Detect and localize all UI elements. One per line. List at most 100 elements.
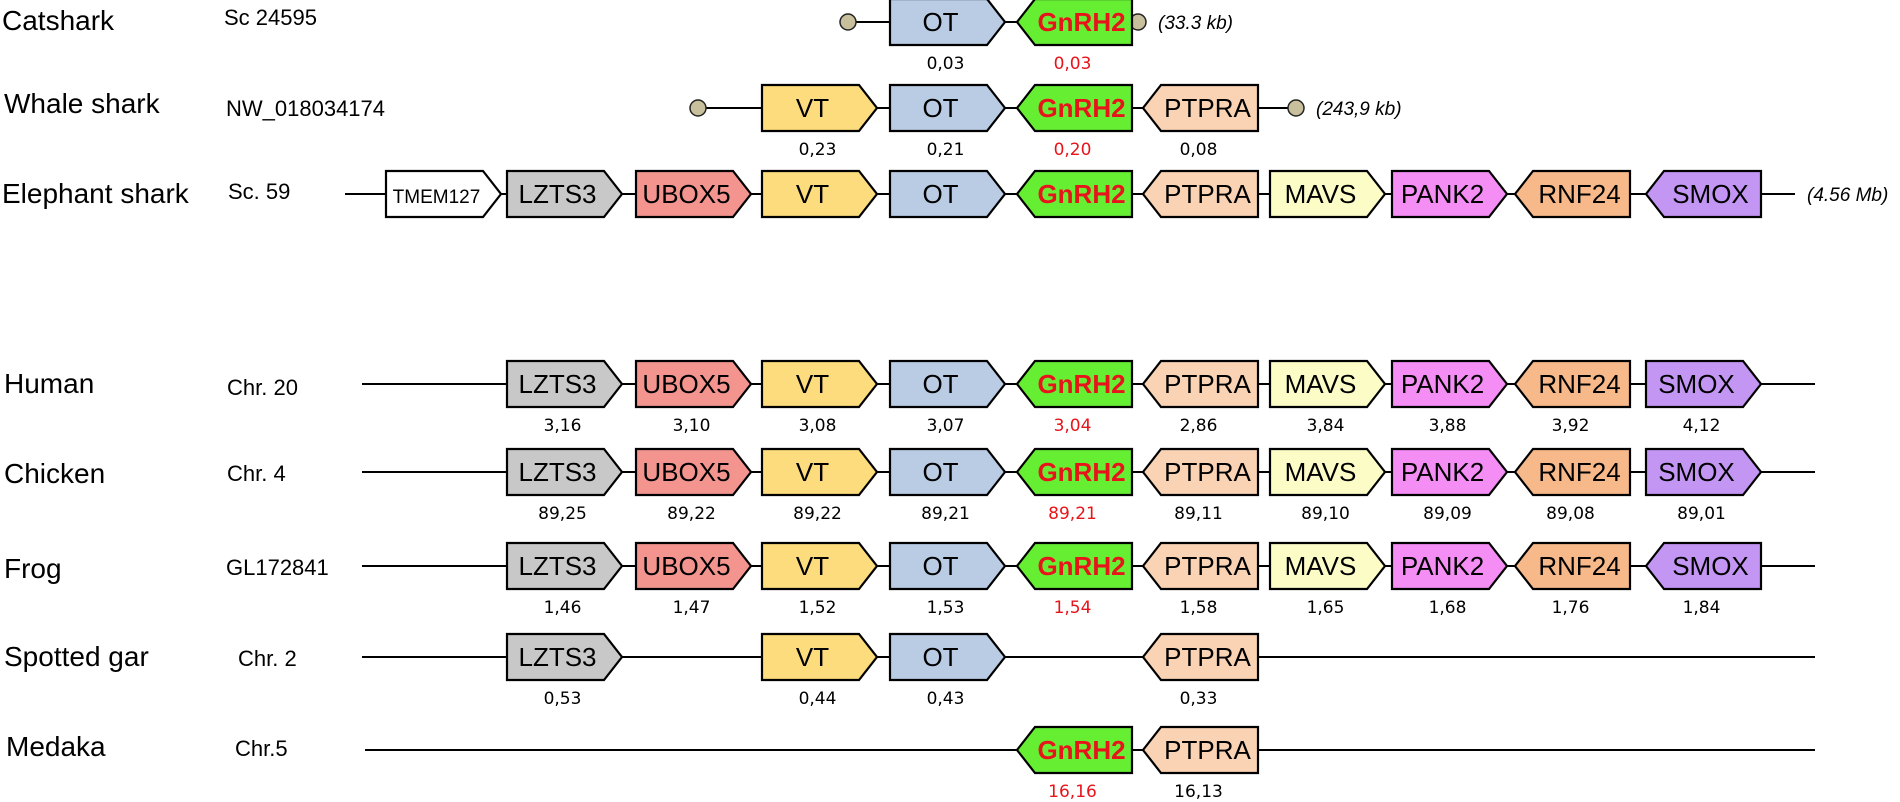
locus-label: Chr. 20: [227, 375, 298, 400]
gene-label: UBOX5: [642, 369, 730, 399]
gene-position: 0,53: [544, 689, 582, 709]
gene-arrow: [505, 359, 624, 409]
gene-arrow: [1268, 541, 1387, 591]
gene-position: 2,86: [1180, 416, 1218, 436]
gene-position: 1,68: [1429, 598, 1467, 618]
gene-label: VT: [796, 179, 829, 209]
gene-label: GnRH2: [1037, 179, 1125, 209]
gene-label: LZTS3: [518, 457, 596, 487]
gene-label: UBOX5: [642, 551, 730, 581]
gene-arrow: [505, 632, 624, 682]
gene-tmem127: TMEM127: [384, 169, 503, 219]
gene-arrow: [888, 83, 1007, 133]
locus-label: Sc 24595: [224, 5, 317, 30]
gene-arrow: [505, 541, 624, 591]
gene-arrow: [888, 0, 1007, 47]
gene-position: 89,21: [921, 504, 970, 524]
gene-position: 0,20: [1054, 140, 1092, 160]
gene-label: PTPRA: [1164, 93, 1251, 123]
gene-arrow: [1268, 169, 1387, 219]
gene-label: MAVS: [1285, 457, 1357, 487]
scaffold-size: (33.3 kb): [1158, 13, 1233, 34]
gene-mavs: MAVS 89,10: [1268, 447, 1387, 524]
gene-vt: VT3,08: [760, 359, 879, 436]
gene-arrow: [1015, 0, 1134, 47]
gene-ot: OT0,03: [888, 0, 1007, 74]
gene-label: PTPRA: [1164, 457, 1251, 487]
scaffold-size: (243,9 kb): [1316, 99, 1402, 120]
locus-label: Chr. 4: [227, 461, 286, 486]
species-name: Frog: [4, 553, 62, 584]
gene-arrow: [888, 169, 1007, 219]
gene-label: UBOX5: [642, 179, 730, 209]
gene-position: 89,09: [1423, 504, 1472, 524]
gene-arrow: [1015, 169, 1134, 219]
gene-label: PTPRA: [1164, 735, 1251, 765]
gene-arrow: [505, 169, 624, 219]
gene-label: PTPRA: [1164, 369, 1251, 399]
locus-label: Chr.5: [235, 736, 288, 761]
gene-label: PANK2: [1401, 369, 1484, 399]
gene-label: SMOX: [1658, 457, 1735, 487]
gene-position: 1,54: [1054, 598, 1092, 618]
species-name: Human: [4, 368, 94, 399]
gene-label: OT: [922, 93, 958, 123]
gene-arrow: [1390, 447, 1509, 497]
gene-position: 3,04: [1054, 416, 1092, 436]
gene-label: VT: [796, 93, 829, 123]
gene-position: 3,16: [544, 416, 582, 436]
locus-label: GL172841: [226, 555, 329, 580]
gene-label: OT: [922, 457, 958, 487]
gene-vt: VT1,52: [760, 541, 879, 618]
gene-smox: SMOX: [1644, 169, 1763, 219]
gene-position: 89,10: [1301, 504, 1350, 524]
gene-label: PANK2: [1401, 551, 1484, 581]
gene-ot: OT1,53: [888, 541, 1007, 618]
gene-label: OT: [922, 179, 958, 209]
gene-arrow: [888, 632, 1007, 682]
gene-arrow: [888, 359, 1007, 409]
gene-arrow: [888, 447, 1007, 497]
gene-arrow: [1141, 541, 1260, 591]
gene-arrow: [1513, 541, 1632, 591]
gene-label: VT: [796, 642, 829, 672]
species-name: Elephant shark: [2, 178, 190, 209]
species-name: Catshark: [2, 5, 115, 36]
gene-ot: OT: [888, 169, 1007, 219]
gene-label: SMOX: [1672, 551, 1749, 581]
gene-label: GnRH2: [1037, 551, 1125, 581]
gene-arrow: [1141, 447, 1260, 497]
gene-label: OT: [922, 642, 958, 672]
gene-position: 0,03: [1054, 54, 1092, 74]
gene-ptpra: PTPRA 2,86: [1141, 359, 1260, 436]
gene-arrow: [888, 541, 1007, 591]
gene-arrow: [1015, 83, 1134, 133]
gene-arrow: [1141, 169, 1260, 219]
gene-arrow: [1141, 359, 1260, 409]
gene-position: 89,22: [793, 504, 842, 524]
gene-position: 1,65: [1307, 598, 1345, 618]
gene-arrow: [1513, 169, 1632, 219]
gene-arrow: [1015, 447, 1134, 497]
gene-position: 1,47: [673, 598, 711, 618]
gene-position: 89,08: [1546, 504, 1595, 524]
species-name: Medaka: [6, 731, 106, 762]
gene-arrow: [1141, 632, 1260, 682]
gene-label: PANK2: [1401, 179, 1484, 209]
